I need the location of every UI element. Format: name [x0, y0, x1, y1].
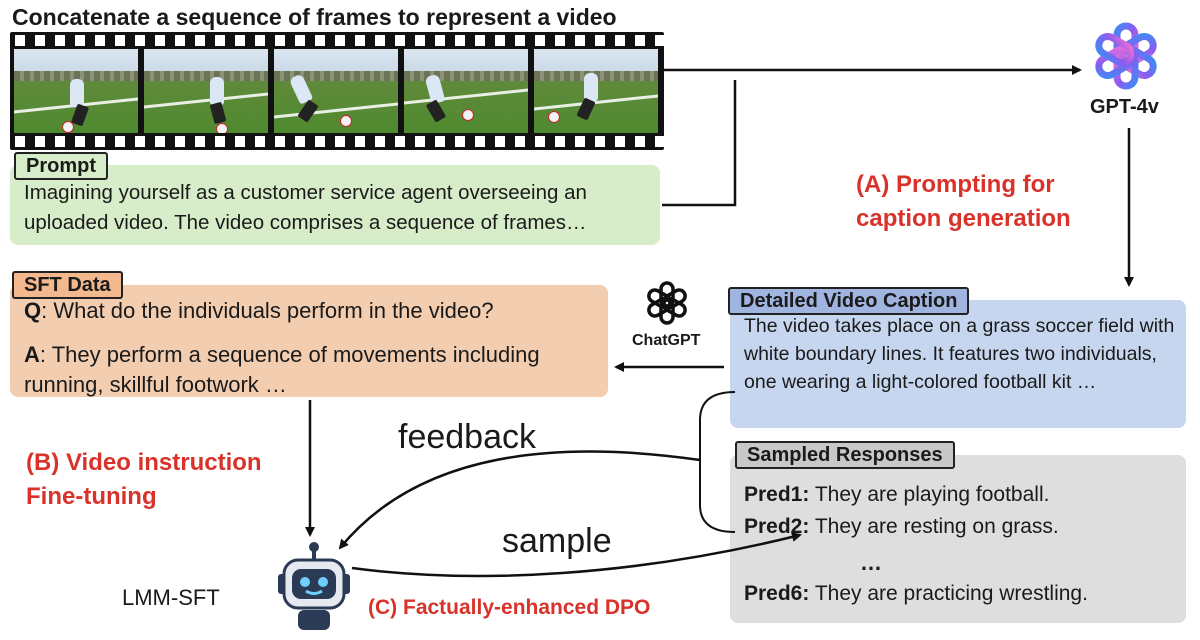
step-a-line-1: (A) Prompting for [856, 171, 1055, 198]
feedback-label: feedback [398, 418, 536, 456]
step-a-line-2: caption generation [856, 205, 1071, 232]
prompt-text: Imagining yourself as a customer service… [24, 181, 587, 234]
sft-question-key: Q [24, 298, 42, 323]
gpt4v-logo-icon [1095, 22, 1157, 90]
step-b-line-2: Fine-tuning [26, 483, 157, 510]
lmm-sft-label: LMM-SFT [122, 585, 220, 610]
pred-1-key: Pred1: [744, 483, 810, 506]
pred-6-key: Pred6: [744, 582, 810, 605]
step-a-label: (A) Prompting for caption generation [856, 168, 1071, 236]
sampled-responses-label: Sampled Responses [735, 441, 955, 469]
feedback-bracket [699, 391, 736, 533]
diagram-title: Concatenate a sequence of frames to repr… [12, 4, 617, 30]
pred-1-text: They are playing football. [809, 483, 1050, 506]
video-frame-1 [14, 49, 138, 133]
gpt4v-label: GPT-4v [1090, 96, 1159, 118]
step-b-line-1: (B) Video instruction [26, 449, 262, 476]
sft-data-box [10, 285, 608, 397]
step-c-label: (C) Factually-enhanced DPO [368, 596, 651, 619]
pred-2-text: They are resting on grass. [809, 515, 1059, 538]
video-film-strip [10, 32, 664, 150]
prompt-box [10, 165, 660, 245]
pred-6-text: They are practicing wrestling. [809, 582, 1088, 605]
pred-ellipsis: … [860, 550, 882, 575]
pred-6: Pred6: They are practicing wrestling. [744, 582, 1088, 606]
video-frame-5 [534, 49, 658, 133]
sft-answer-text: : They perform a sequence of movements i… [24, 342, 540, 397]
arrow-sample-to-responses [351, 532, 802, 578]
film-sprocket-holes-top [10, 35, 664, 46]
chatgpt-label: ChatGPT [632, 332, 701, 349]
prompt-label: Prompt [14, 152, 108, 180]
caption-text: The video takes place on a grass soccer … [744, 315, 1175, 393]
chatgpt-logo-icon [647, 281, 687, 325]
robot-icon [278, 542, 350, 630]
video-frame-3 [274, 49, 398, 133]
video-frame-2 [144, 49, 268, 133]
connector-prompt-to-main [662, 80, 737, 207]
sample-label: sample [502, 522, 612, 560]
sampled-responses-box [730, 455, 1186, 623]
caption-box [730, 300, 1186, 428]
sft-question: Q: What do the individuals perform in th… [24, 298, 494, 324]
caption-label: Detailed Video Caption [728, 287, 970, 315]
arrow-feedback-to-lmm [338, 450, 701, 550]
sft-data-label: SFT Data [12, 271, 123, 299]
step-b-label: (B) Video instruction Fine-tuning [26, 446, 262, 514]
sft-answer: A: They perform a sequence of movements … [24, 340, 594, 400]
sft-answer-key: A [24, 342, 40, 367]
pred-1: Pred1: They are playing football. [744, 483, 1049, 507]
video-frame-4 [404, 49, 528, 133]
film-sprocket-holes-bottom [10, 136, 664, 147]
sft-question-text: : What do the individuals perform in the… [41, 298, 494, 323]
